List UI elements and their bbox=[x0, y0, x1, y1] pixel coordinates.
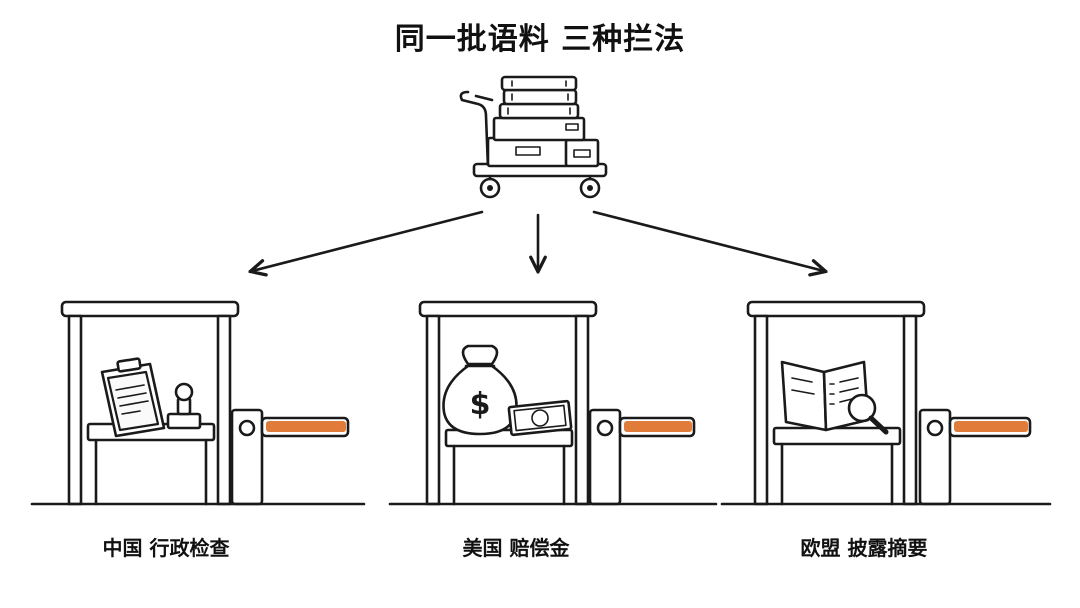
caption-eu: 欧盟 披露摘要 bbox=[800, 536, 928, 560]
book-cart-icon bbox=[459, 75, 608, 199]
arrow-to-eu bbox=[592, 210, 824, 271]
clipboard-stamp-icon bbox=[100, 357, 202, 438]
checkpoint-eu bbox=[720, 300, 1052, 506]
checkpoint-us bbox=[388, 300, 718, 506]
diagram-title: 同一批语料 三种拦法 bbox=[394, 22, 686, 57]
dollar-sign: $ bbox=[470, 387, 491, 422]
money-bag-icon bbox=[442, 344, 573, 437]
book-magnifier-icon bbox=[780, 360, 889, 435]
caption-us: 美国 赔偿金 bbox=[462, 536, 570, 560]
caption-china: 中国 行政检查 bbox=[102, 536, 230, 560]
arrow-to-china bbox=[252, 210, 484, 271]
checkpoint-china bbox=[30, 300, 366, 506]
